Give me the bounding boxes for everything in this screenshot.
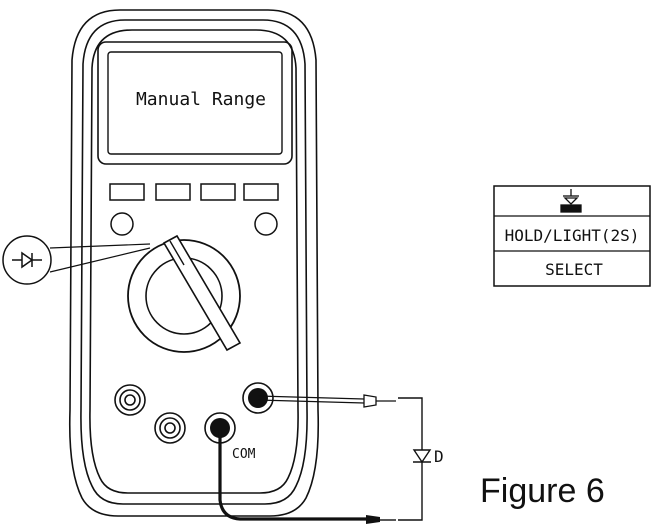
red-test-lead — [257, 394, 396, 408]
right-round-button[interactable] — [254, 212, 278, 236]
function-buttons — [109, 183, 279, 201]
diode-under-test — [398, 397, 432, 521]
black-test-lead — [218, 430, 396, 524]
rotary-selector[interactable] — [127, 234, 242, 353]
terminal-com[interactable] — [204, 412, 236, 444]
hold-light-label: HOLD/LIGHT(2S) — [505, 226, 640, 245]
diode-icon — [12, 251, 42, 269]
terminal-a[interactable] — [114, 384, 146, 416]
function-button-1[interactable] — [109, 183, 145, 201]
lcd-text: Manual Range — [136, 89, 266, 110]
diode-label: D — [434, 447, 444, 466]
figure-caption: Figure 6 — [480, 472, 605, 510]
function-button-3[interactable] — [200, 183, 236, 201]
input-terminals: COM — [114, 382, 274, 462]
terminal-ma[interactable] — [154, 412, 186, 444]
function-button-4[interactable] — [243, 183, 279, 201]
button-panel: HOLD/LIGHT(2S) SELECT — [493, 185, 651, 287]
terminal-v-ohm[interactable] — [242, 382, 274, 414]
left-round-button[interactable] — [110, 212, 134, 236]
function-button-2[interactable] — [155, 183, 191, 201]
com-label: COM — [232, 447, 256, 462]
diode-ground-icon — [560, 189, 582, 213]
meter-body — [68, 9, 320, 517]
diode-callout — [2, 235, 151, 285]
select-label: SELECT — [545, 260, 603, 279]
lcd-display: Manual Range — [97, 41, 293, 165]
